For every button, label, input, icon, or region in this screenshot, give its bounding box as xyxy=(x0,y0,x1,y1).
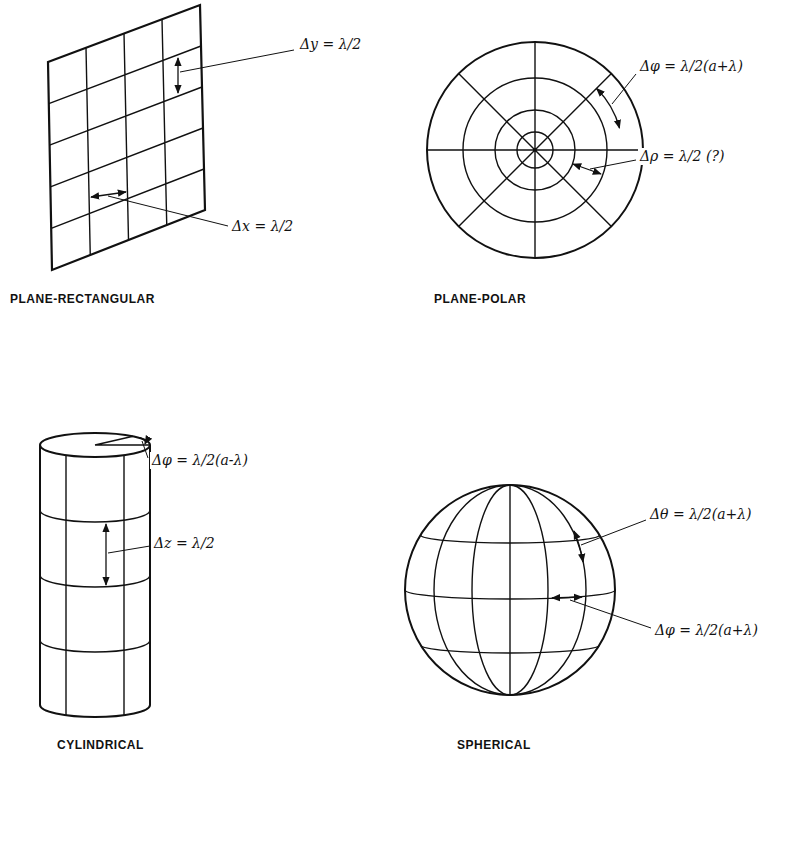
leader-line xyxy=(108,196,228,226)
dimension-arrow xyxy=(597,89,620,129)
dimension-arrow xyxy=(573,164,601,174)
figure-caption: PLANE-POLAR xyxy=(432,292,528,306)
sphere-grid xyxy=(405,485,615,695)
leader-line xyxy=(108,546,150,553)
dimension-label: Δx = λ/2 xyxy=(230,218,295,235)
cylinder-top xyxy=(40,433,150,457)
polar-radials xyxy=(427,42,643,258)
figure-caption: SPHERICAL xyxy=(455,738,533,752)
dimension-arrow xyxy=(177,58,178,93)
leader-line xyxy=(180,50,294,72)
cylinder-bottom xyxy=(40,705,150,717)
figure-caption: PLANE-RECTANGULAR xyxy=(8,292,157,306)
dimension-label: Δθ = λ/2(a+λ) xyxy=(648,506,754,523)
dimension-label: Δz = λ/2 xyxy=(152,535,217,552)
cylinder-grid xyxy=(40,433,150,717)
cylinder-rings xyxy=(40,510,150,652)
leader-line xyxy=(581,520,646,545)
leader-line xyxy=(570,600,651,628)
figure-caption: CYLINDRICAL xyxy=(55,738,146,752)
dimension-label: Δφ = λ/2(a-λ) xyxy=(150,452,250,469)
cylinder-meridians xyxy=(66,456,124,716)
sphere-meridian xyxy=(434,485,586,695)
leader-line xyxy=(590,160,636,169)
dimension-label: Δρ = λ/2 (?) xyxy=(638,148,726,165)
dimension-arrow xyxy=(574,531,583,562)
leader-line xyxy=(612,74,636,104)
leader-line xyxy=(142,441,148,458)
cylinder-wedge xyxy=(95,436,150,445)
cylinder-sides xyxy=(40,445,150,705)
dimension-arrow xyxy=(552,597,582,598)
dimension-label: Δφ = λ/2(a+λ) xyxy=(638,58,745,75)
sphere-meridian xyxy=(472,485,548,695)
dimension-label: Δy = λ/2 xyxy=(298,36,363,53)
dimension-arrow xyxy=(105,524,106,585)
polar-ring xyxy=(427,42,643,258)
sphere-outline xyxy=(405,485,615,695)
sphere-meridian xyxy=(509,485,510,695)
rect-grid-border xyxy=(48,5,205,270)
rect-grid-lines xyxy=(49,19,204,255)
polar-grid xyxy=(427,42,643,258)
dimension-label: Δφ = λ/2(a+λ) xyxy=(653,622,760,639)
